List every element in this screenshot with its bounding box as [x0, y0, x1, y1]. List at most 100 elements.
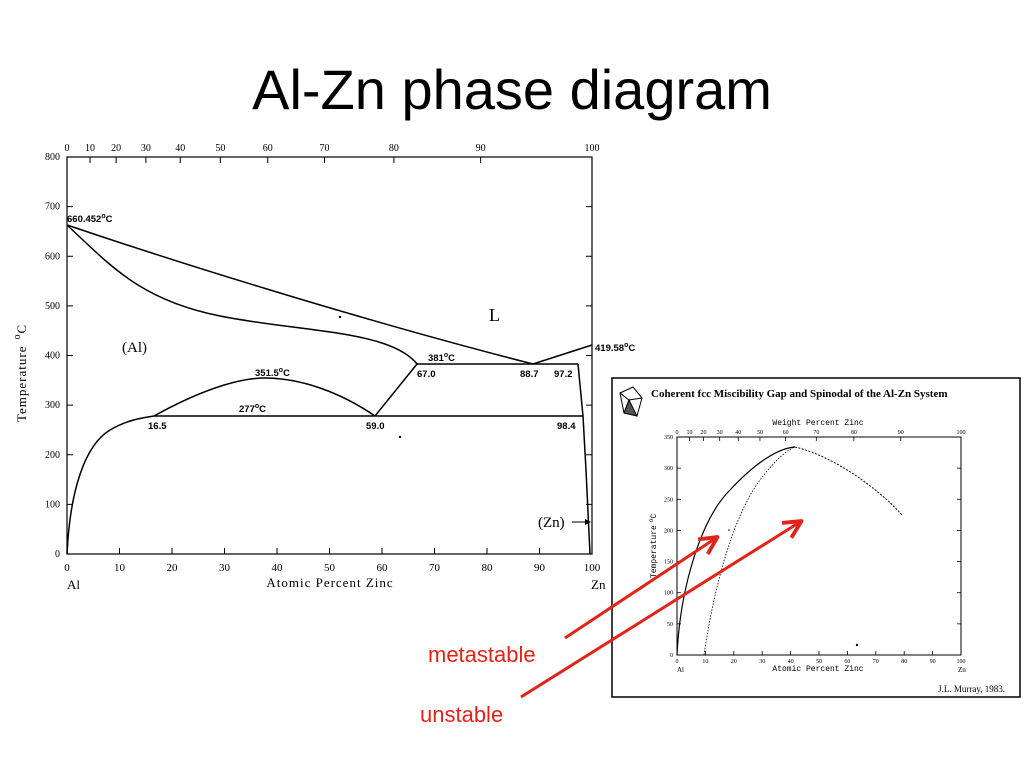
- y-tick-label: 300: [45, 400, 60, 411]
- inset-y-tick-label: 150: [664, 560, 673, 566]
- inset-y-tick-label: 100: [664, 591, 673, 597]
- y-tick-label: 500: [45, 301, 60, 312]
- inset-element-zn: Zn: [958, 666, 966, 674]
- top-tick-label: 50: [215, 143, 225, 154]
- element-zn-label: Zn: [591, 577, 606, 592]
- unstable-label: unstable: [420, 702, 504, 727]
- top-tick-label: 0: [65, 143, 70, 154]
- inset-bottom-tick-label: 0: [676, 659, 679, 665]
- zn-melting-label: 419.58oC: [595, 342, 635, 354]
- inset-top-tick-label: 40: [735, 430, 741, 436]
- inset-top-tick-label: 90: [898, 430, 904, 436]
- inset-y-axis-label: TemperatureoC: [648, 514, 659, 578]
- inset-y-tick-label: 200: [664, 528, 673, 534]
- inset-y-tick-label: 250: [664, 497, 673, 503]
- top-tick-label: 100: [585, 143, 600, 154]
- metastable-label: metastable: [428, 642, 536, 667]
- miscibility-gap-curve: [676, 446, 796, 656]
- cube-logo-icon: [619, 386, 643, 417]
- comp-67-0-label: 67.0: [417, 369, 436, 380]
- stray-dot: [855, 643, 859, 647]
- inset-bottom-tick-label: 70: [873, 659, 879, 665]
- inset-y-tick-label: 350: [664, 435, 673, 441]
- inset-y-tick-label: 300: [664, 466, 673, 472]
- inset-top-tick-label: 10: [686, 430, 692, 436]
- top-tick-label: 80: [389, 143, 399, 154]
- bottom-tick-label: 10: [114, 562, 126, 574]
- comp-16-5-label: 16.5: [148, 421, 167, 432]
- liquidus-zn: [532, 344, 593, 365]
- miscibility-dome: [153, 377, 376, 417]
- stray-dot: [728, 529, 730, 531]
- metastable-arrow: [564, 538, 716, 640]
- inset-bottom-tick-label: 10: [702, 659, 708, 665]
- unstable-arrow: [520, 522, 800, 699]
- bottom-tick-label: 70: [429, 562, 441, 574]
- inset-title: Coherent fcc Miscibility Gap and Spinoda…: [651, 388, 948, 400]
- comp-98-4-label: 98.4: [557, 421, 576, 432]
- y-tick-label: 200: [45, 450, 60, 461]
- al-solvus: [66, 415, 155, 555]
- phase-zn-label: (Zn): [538, 515, 565, 531]
- inset-credit: J.L. Murray, 1983.: [938, 684, 1005, 694]
- stray-dot: [338, 315, 342, 319]
- inset-bottom-tick-label: 80: [901, 659, 907, 665]
- bottom-tick-label: 80: [482, 562, 494, 574]
- bottom-tick-label: 90: [534, 562, 546, 574]
- y-tick-label: 700: [45, 202, 60, 213]
- inset-top-tick-label: 50: [757, 430, 763, 436]
- comp-88-7-label: 88.7: [520, 369, 539, 380]
- zn-phase-arrowhead: [585, 519, 591, 525]
- slide-title: Al-Zn phase diagram: [252, 58, 772, 121]
- bottom-tick-label: 40: [272, 562, 284, 574]
- comp-97-2-label: 97.2: [554, 369, 573, 380]
- bottom-tick-label: 0: [64, 562, 70, 574]
- dome-top-label: 351.5oC: [255, 367, 290, 379]
- top-tick-label: 60: [263, 143, 273, 154]
- eutectic-temp-label: 381oC: [428, 352, 455, 364]
- inset-element-al: Al: [677, 666, 684, 674]
- y-tick-label: 400: [45, 351, 60, 362]
- top-tick-label: 40: [175, 143, 185, 154]
- bottom-tick-label: 60: [377, 562, 389, 574]
- inset-y-tick-label: 0: [670, 653, 673, 659]
- liquidus-al: [66, 224, 534, 365]
- inset-top-tick-label: 80: [851, 430, 857, 436]
- main-ticks: [66, 156, 593, 555]
- top-tick-label: 10: [85, 143, 95, 154]
- top-tick-label: 70: [320, 143, 330, 154]
- y-axis-label: TemperatureoC: [12, 324, 29, 422]
- x-axis-label: Atomic Percent Zinc: [266, 575, 393, 590]
- beta-boundary: [374, 363, 418, 417]
- inset-top-tick-label: 20: [701, 430, 707, 436]
- stray-dot: [398, 435, 402, 439]
- inset-bottom-tick-label: 50: [816, 659, 822, 665]
- inset-top-axis-label: Weight Percent Zinc: [772, 419, 863, 428]
- zn-solvus: [577, 363, 591, 555]
- inset-top-tick-label: 30: [717, 430, 723, 436]
- inset-bottom-tick-label: 20: [731, 659, 737, 665]
- comp-59-0-label: 59.0: [366, 421, 385, 432]
- bottom-tick-label: 30: [219, 562, 231, 574]
- y-tick-label: 0: [55, 549, 60, 560]
- y-tick-label: 100: [45, 499, 60, 510]
- solidus-al: [66, 224, 418, 365]
- inset-frame: [611, 377, 1021, 698]
- inset-bottom-tick-label: 90: [930, 659, 936, 665]
- phase-liquid-label: L: [489, 305, 500, 325]
- inset-figure: Coherent fcc Miscibility Gap and Spinoda…: [611, 377, 1021, 698]
- inset-y-tick-label: 50: [667, 622, 673, 628]
- inset-bottom-tick-label: 40: [788, 659, 794, 665]
- y-tick-label: 800: [45, 152, 60, 163]
- top-tick-label: 20: [111, 143, 121, 154]
- al-melting-label: 660.452oC: [67, 213, 113, 225]
- element-al-label: Al: [67, 577, 80, 592]
- top-tick-label: 30: [141, 143, 151, 154]
- inset-x-axis-label: Atomic Percent Zinc: [772, 665, 863, 674]
- top-tick-label: 90: [476, 143, 486, 154]
- inset-bottom-tick-label: 100: [957, 659, 966, 665]
- inset-top-tick-label: 100: [957, 430, 966, 436]
- annotation-arrows: [520, 522, 800, 699]
- inset-top-tick-label: 0: [676, 430, 679, 436]
